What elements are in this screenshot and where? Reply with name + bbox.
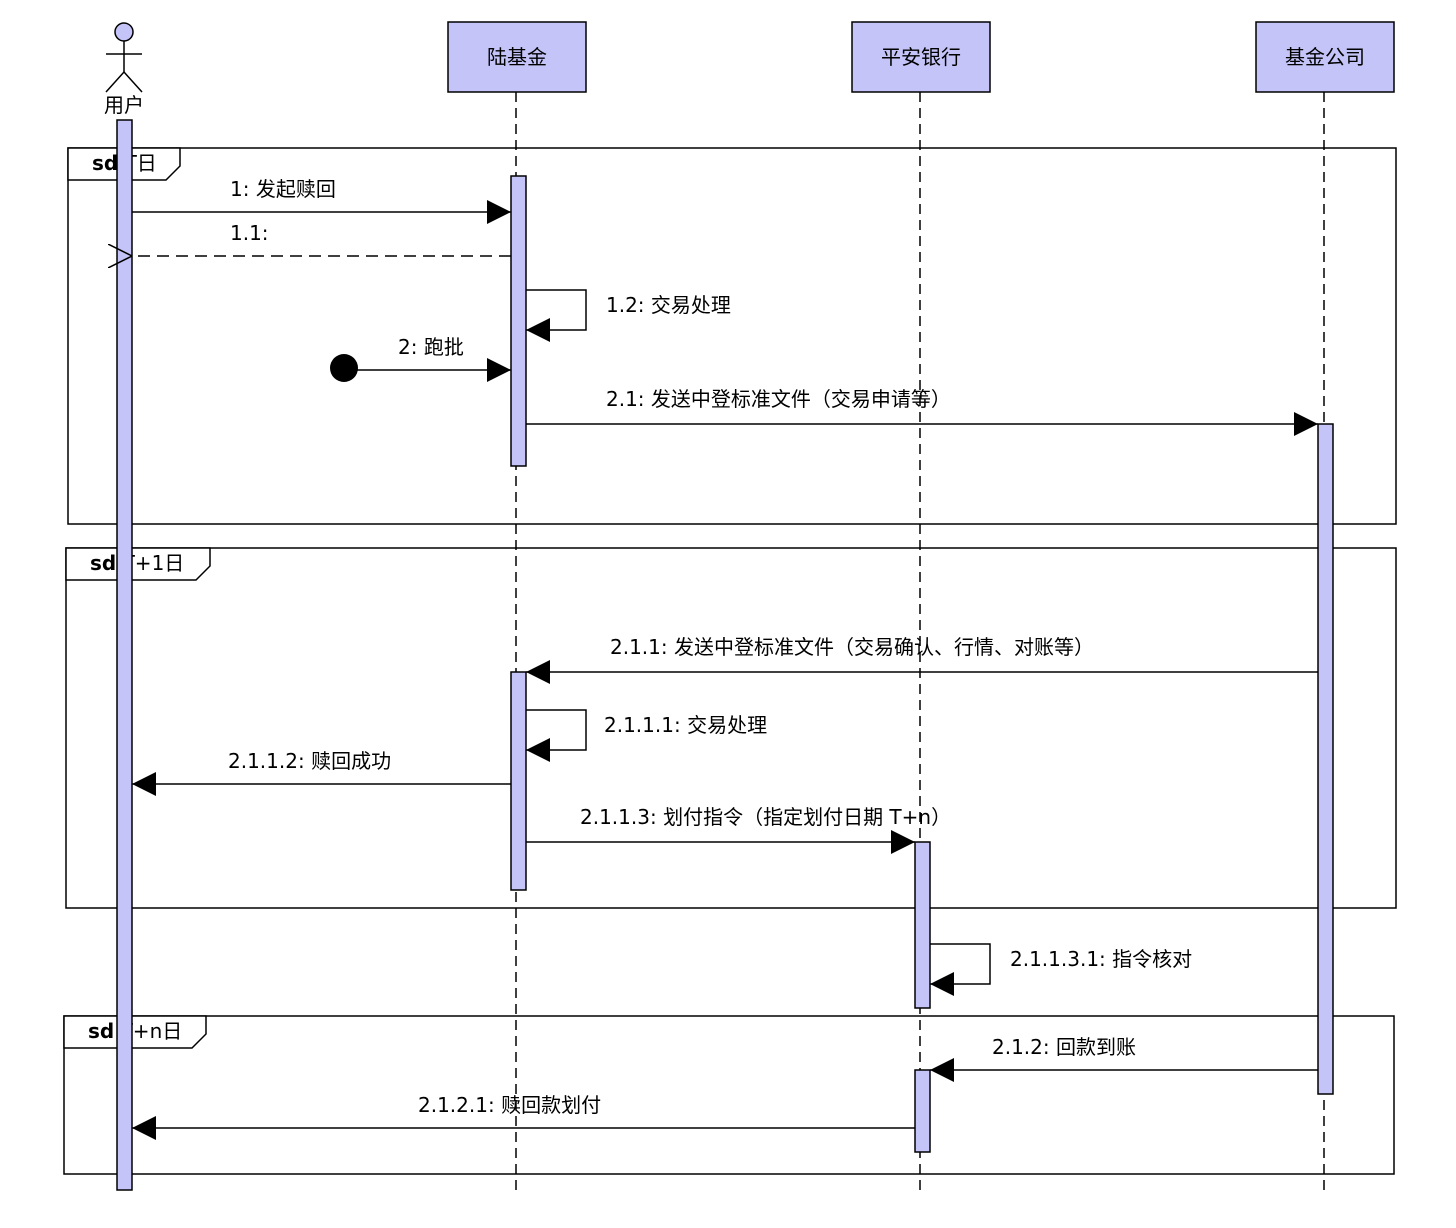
frame-keyword: sd xyxy=(92,151,118,175)
found-message-dot xyxy=(330,354,358,382)
participant-label: 陆基金 xyxy=(487,45,547,69)
message-2-1-1: 2.1.1: 发送中登标准文件（交易确认、行情、对账等） xyxy=(526,635,1318,684)
activation-bar-pingan xyxy=(914,841,931,1009)
participant-user: 用户 xyxy=(104,22,144,117)
message-label: 2.1.1: 发送中登标准文件（交易确认、行情、对账等） xyxy=(610,635,1094,659)
message-2-1: 2.1: 发送中登标准文件（交易申请等） xyxy=(526,387,1318,436)
frame-tn-day: sd T+n日 xyxy=(63,1015,1395,1175)
message-1-2-self: 1.2: 交易处理 xyxy=(526,289,731,342)
activation-bar-user xyxy=(116,119,133,1191)
activation-bar-lufund xyxy=(510,175,527,467)
frame-t-day: sd T日 xyxy=(67,147,1397,525)
message-2-1-1-1-self: 2.1.1.1: 交易处理 xyxy=(526,709,767,762)
message-2-found: 2: 跑批 xyxy=(330,335,511,382)
message-1: 1: 发起赎回 xyxy=(132,177,511,224)
participant-fundco: 基金公司 xyxy=(1255,21,1395,93)
participant-label: 用户 xyxy=(104,93,144,117)
activation-bar-fundco xyxy=(1317,423,1334,1095)
message-label: 2.1.1.2: 赎回成功 xyxy=(228,749,391,773)
participant-label: 平安银行 xyxy=(881,45,961,69)
message-2-1-1-3: 2.1.1.3: 划付指令（指定划付日期 T+n） xyxy=(526,805,951,854)
message-2-1-2-1: 2.1.2.1: 赎回款划付 xyxy=(132,1093,915,1140)
message-1-1-return: 1.1: xyxy=(132,221,511,256)
message-label: 2.1.1.1: 交易处理 xyxy=(604,713,767,737)
frame-keyword: sd xyxy=(88,1019,114,1043)
message-label: 1: 发起赎回 xyxy=(230,177,336,201)
message-label: 2.1.1.3.1: 指令核对 xyxy=(1010,947,1192,971)
frame-keyword: sd xyxy=(90,551,116,575)
message-label: 1.1: xyxy=(230,221,269,245)
participant-label: 基金公司 xyxy=(1285,45,1365,69)
activation-bar-lufund xyxy=(510,671,527,891)
message-2-1-2: 2.1.2: 回款到账 xyxy=(930,1035,1318,1082)
actor-icon xyxy=(105,22,143,93)
message-label: 2.1.2.1: 赎回款划付 xyxy=(418,1093,601,1117)
message-label: 2.1: 发送中登标准文件（交易申请等） xyxy=(606,387,951,411)
message-label: 2.1.2: 回款到账 xyxy=(992,1035,1136,1059)
participant-lufund: 陆基金 xyxy=(447,21,587,93)
message-2-1-1-3-1-self: 2.1.1.3.1: 指令核对 xyxy=(930,943,1192,996)
message-2-1-1-2: 2.1.1.2: 赎回成功 xyxy=(132,749,511,796)
svg-text:sd T+1日: sd T+1日 xyxy=(90,551,184,575)
svg-text:sd T+n日: sd T+n日 xyxy=(88,1019,182,1043)
message-label: 1.2: 交易处理 xyxy=(606,293,731,317)
message-label: 2.1.1.3: 划付指令（指定划付日期 T+n） xyxy=(580,805,951,829)
message-label: 2: 跑批 xyxy=(398,335,464,359)
participant-pingan: 平安银行 xyxy=(851,21,991,93)
activation-bar-pingan xyxy=(914,1069,931,1153)
